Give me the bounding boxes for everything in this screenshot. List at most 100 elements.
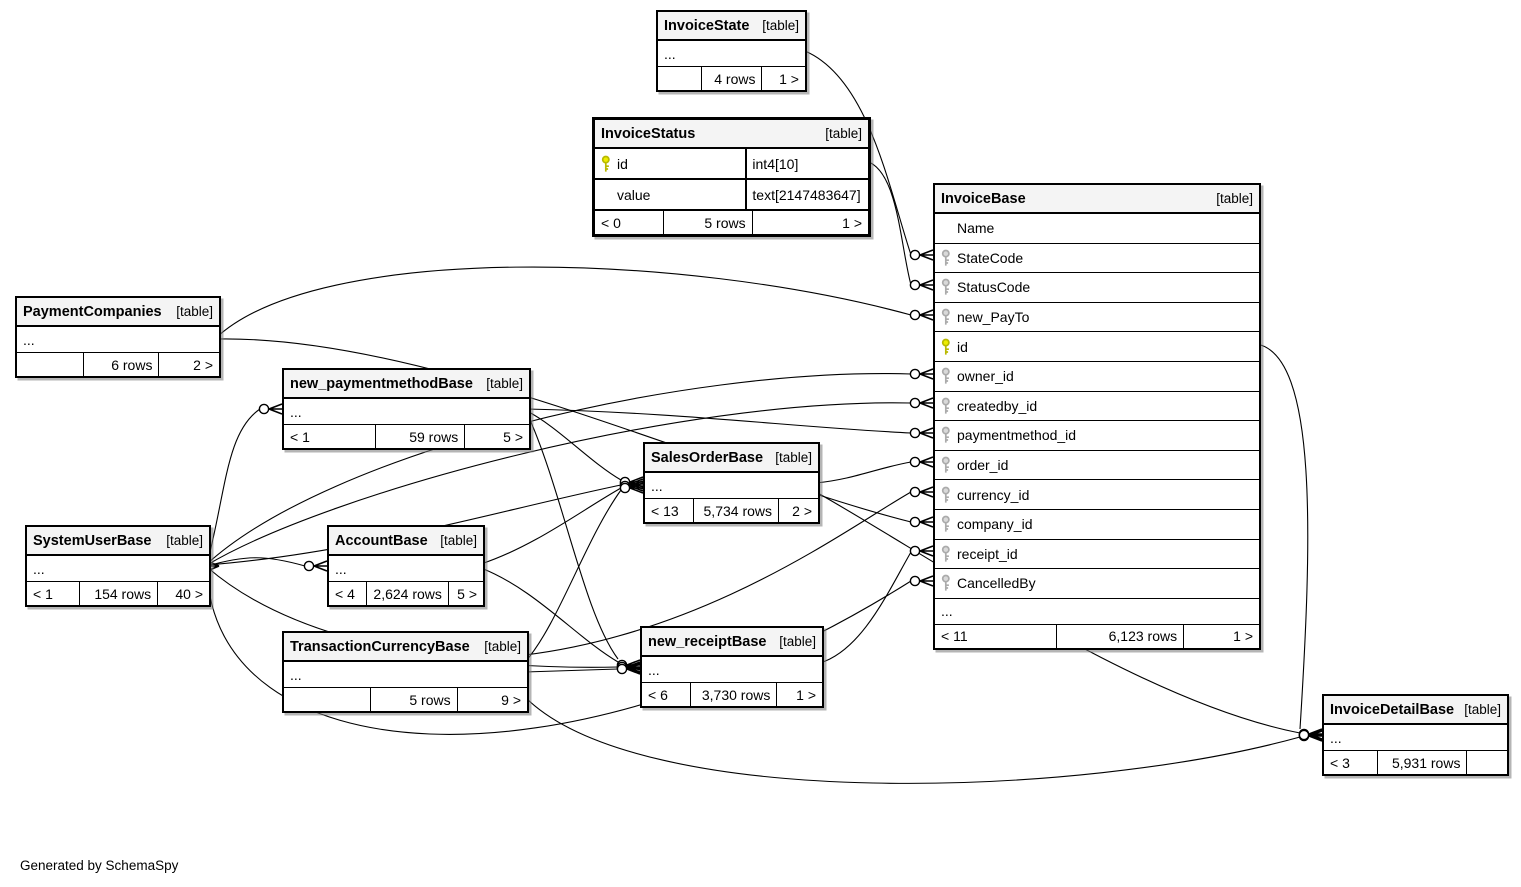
zero-or-one-circle-icon <box>909 516 921 528</box>
footer-rows: 2,624 rows <box>367 582 449 605</box>
table-tag: [table] <box>1464 702 1501 717</box>
crow-foot-icon <box>919 368 934 380</box>
edge-new_paymentmethodBase-to-new_receiptBase <box>526 412 619 660</box>
table-header: InvoiceBase[table] <box>935 185 1259 214</box>
edge-InvoiceStatus-to-InvoiceBase.StatusCode <box>865 160 912 286</box>
column-name: id <box>617 155 628 172</box>
elided-columns-row: ... <box>329 556 483 582</box>
footer-children: 1 > <box>842 214 862 231</box>
footer-children <box>1467 751 1507 774</box>
footer-rows: 154 rows <box>80 582 159 605</box>
column-row: company_id <box>935 510 1259 540</box>
primary-key-icon-slot <box>600 155 617 173</box>
crow-foot-icon <box>313 560 328 572</box>
crow-foot-icon <box>919 279 934 291</box>
footer-parents: < 13 <box>645 499 695 522</box>
edge-SystemUserBase-to-AccountBase <box>206 557 306 567</box>
foreign-key-icon-slot <box>940 278 957 296</box>
table-tag: [table] <box>166 533 203 548</box>
table-name: new_receiptBase <box>648 633 767 650</box>
column-row: currency_id <box>935 480 1259 510</box>
table-header: PaymentCompanies[table] <box>17 298 219 327</box>
footer-rows: 59 rows <box>376 425 466 448</box>
foreign-key-icon-slot <box>940 456 957 474</box>
foreign-key-icon-slot <box>940 426 957 444</box>
foreign-key-icon <box>941 456 950 473</box>
table-header: new_receiptBase[table] <box>642 628 822 657</box>
footer-children: 1 > <box>1233 628 1253 645</box>
column-name: id <box>957 338 968 355</box>
foreign-key-icon <box>941 308 950 325</box>
crow-foot-icon <box>919 397 934 409</box>
zero-or-one-circle-icon <box>303 560 315 572</box>
elided-columns-row: ... <box>27 556 209 582</box>
footer-parents <box>658 67 702 90</box>
edge-PaymentCompanies-to-InvoiceBase.new_PayTo <box>216 266 912 338</box>
column-row: StatusCode <box>935 273 1259 303</box>
crow-foot-icon <box>919 249 934 261</box>
footer-parents: < 1 <box>27 582 81 605</box>
table-InvoiceBase[interactable]: InvoiceBase[table] Name StateCode StatusC… <box>933 183 1261 650</box>
zero-or-one-circle-icon <box>258 403 270 415</box>
edge-TransactionCurrencyBase-to-SalesOrderBase <box>524 489 622 663</box>
foreign-key-icon-slot <box>940 249 957 267</box>
footer-parents: < 1 <box>284 425 376 448</box>
table-header: TransactionCurrencyBase[table] <box>284 633 527 662</box>
footer-children: 2 > <box>193 356 213 373</box>
foreign-key-icon-slot <box>940 397 957 415</box>
crow-foot-icon <box>919 486 934 498</box>
table-header: SalesOrderBase[table] <box>645 444 818 473</box>
table-header: AccountBase[table] <box>329 527 483 556</box>
zero-or-one-circle-icon <box>619 482 631 494</box>
zero-or-one-circle-icon <box>909 368 921 380</box>
zero-or-one-circle-icon <box>909 397 921 409</box>
table-name: new_paymentmethodBase <box>290 375 473 392</box>
footer-rows: 5,931 rows <box>1378 751 1468 774</box>
zero-or-one-circle-icon <box>909 486 921 498</box>
foreign-key-icon-slot <box>940 515 957 533</box>
foreign-key-icon <box>941 427 950 444</box>
primary-key-icon-slot <box>940 338 957 356</box>
column-row: new_PayTo <box>935 303 1259 333</box>
footer-rows: 3,730 rows <box>691 683 778 706</box>
column-name: receipt_id <box>957 545 1018 562</box>
foreign-key-icon-slot <box>940 308 957 326</box>
foreign-key-icon <box>941 249 950 266</box>
footer-rows: 6 rows <box>84 353 160 376</box>
column-name: Name <box>957 220 995 237</box>
table-name: InvoiceDetailBase <box>1330 701 1455 718</box>
crow-foot-icon <box>626 663 641 675</box>
table-tag: [table] <box>440 533 477 548</box>
zero-or-one-circle-icon <box>616 663 628 675</box>
edge-InvoiceBase.id-to-InvoiceDetailBase <box>1256 343 1309 730</box>
foreign-key-icon-slot <box>940 486 957 504</box>
column-name: order_id <box>957 457 1009 474</box>
table-name: InvoiceStatus <box>601 125 696 142</box>
table-header: InvoiceDetailBase [table] <box>1324 696 1507 725</box>
foreign-key-icon <box>941 397 950 414</box>
crow-foot-icon <box>919 456 934 468</box>
column-row: receipt_id <box>935 540 1259 570</box>
column-name: CancelledBy <box>957 575 1036 592</box>
footer-parents <box>284 688 371 711</box>
table-name: PaymentCompanies <box>23 303 162 320</box>
zero-or-one-circle-icon <box>909 249 921 261</box>
column-row: StateCode <box>935 244 1259 274</box>
table-tag: [table] <box>484 639 521 654</box>
